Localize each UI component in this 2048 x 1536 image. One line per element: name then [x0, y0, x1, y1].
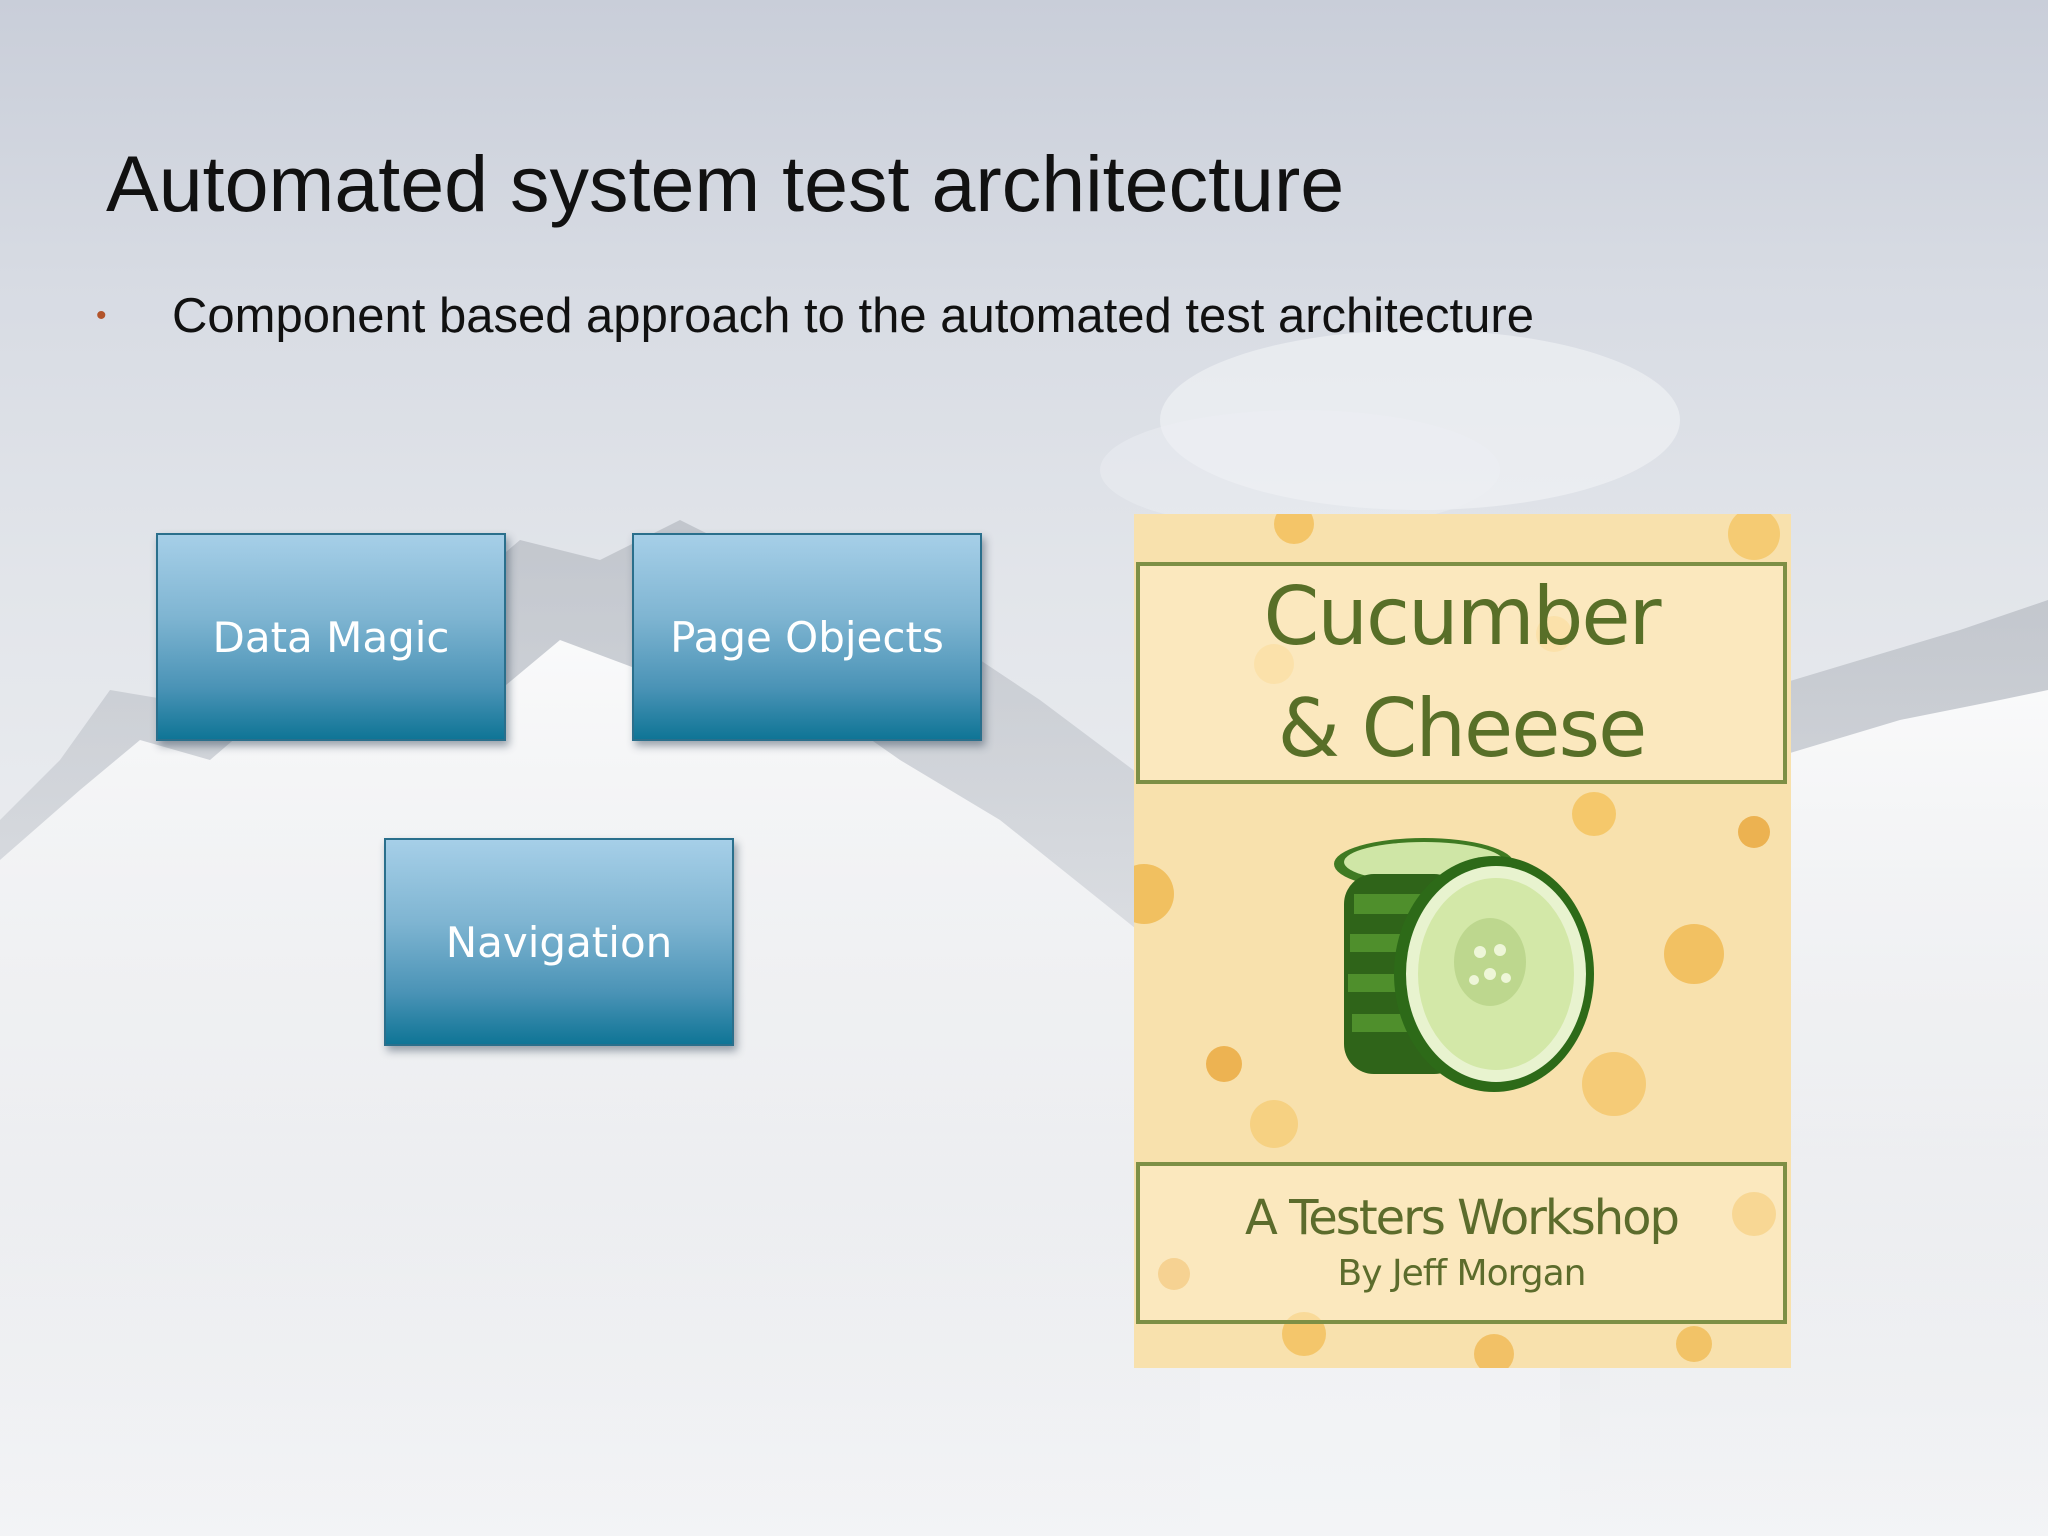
- book-subtitle: A Testers Workshop: [1245, 1190, 1680, 1246]
- navigation-box[interactable]: Navigation: [384, 838, 734, 1046]
- book-title-line-2: & Cheese: [1277, 682, 1648, 775]
- data-magic-box[interactable]: Data Magic: [156, 533, 506, 741]
- data-magic-label: Data Magic: [212, 612, 450, 662]
- book-author: By Jeff Morgan: [1337, 1253, 1587, 1294]
- bullet-item: • Component based approach to the automa…: [96, 284, 1534, 348]
- page-objects-box[interactable]: Page Objects: [632, 533, 982, 741]
- book-title-line-1: Cucumber: [1263, 570, 1661, 663]
- cucumber-slices-illustration: [1334, 838, 1594, 1092]
- slide-title: Automated system test architecture: [106, 139, 1345, 228]
- book-cover-image: Cucumber & Cheese A Testers Workshop By …: [1134, 514, 1791, 1368]
- bullet-text: Component based approach to the automate…: [172, 289, 1534, 343]
- navigation-label: Navigation: [445, 917, 673, 967]
- book-title-frame: Cucumber & Cheese: [1136, 562, 1787, 784]
- bullet-marker: •: [96, 299, 107, 332]
- book-subtitle-frame: A Testers Workshop By Jeff Morgan: [1136, 1162, 1787, 1324]
- page-objects-label: Page Objects: [670, 612, 944, 662]
